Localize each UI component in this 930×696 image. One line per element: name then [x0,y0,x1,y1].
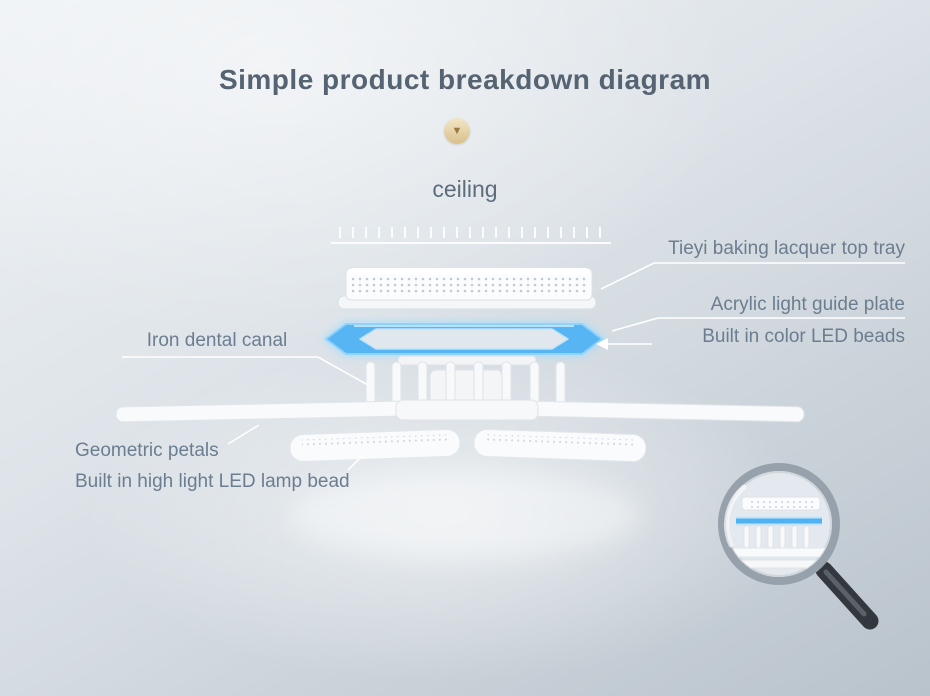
petal-right [473,428,647,463]
leader-arrowhead [596,338,608,350]
ceiling-label: ceiling [432,176,498,202]
magnifier [718,463,879,630]
light-guide-plate [322,320,606,358]
label-led-lamp-bead: Built in high light LED lamp bead [75,471,350,492]
down-chevron-glyph: ▼ [451,124,463,137]
wing-arm-right [527,400,805,423]
label-iron-dental-canal: Iron dental canal [146,330,288,351]
label-color-led-beads: Built in color LED beads [702,326,905,347]
label-top-tray: Tieyi baking lacquer top tray [668,238,905,259]
wing-joint [395,399,539,421]
top-tray [337,267,597,310]
light-glow [290,470,640,560]
wing-arm-left [115,400,403,423]
page-title: Simple product breakdown diagram [218,64,712,95]
magnifier-content [727,496,831,569]
label-light-guide-plate: Acrylic light guide plate [710,294,905,315]
ceiling-hatch [331,227,611,244]
down-chevron-icon: ▼ [444,118,470,144]
petal-left [289,428,461,463]
label-geometric-petals: Geometric petals [75,440,219,461]
leader-lines [122,262,905,471]
